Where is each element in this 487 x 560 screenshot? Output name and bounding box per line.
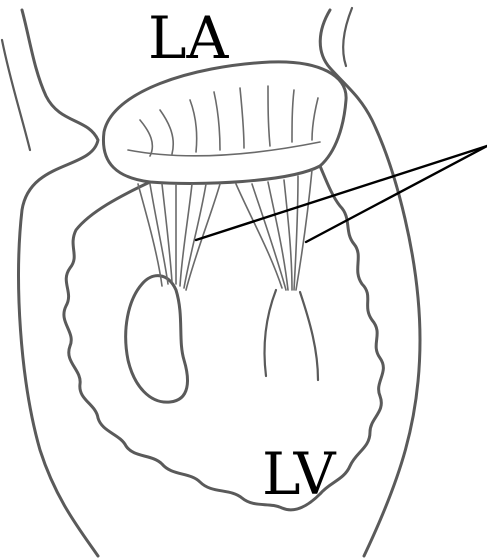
papillary-muscle-right-edge (300, 292, 318, 380)
left-ventricle-label: LV (262, 440, 337, 508)
valve-leaflets (128, 86, 320, 156)
left-atrium-label: LA (148, 4, 230, 72)
papillary-muscle-left (126, 276, 188, 403)
outer-wall-left-edge (2, 40, 30, 150)
chordae-tendineae-right (236, 170, 312, 290)
papillary-muscle-right (264, 290, 276, 376)
outer-wall-left (19, 10, 98, 556)
mitral-annulus (103, 62, 346, 184)
pointer-lines (196, 146, 487, 242)
outer-wall-right-inner (343, 8, 352, 66)
